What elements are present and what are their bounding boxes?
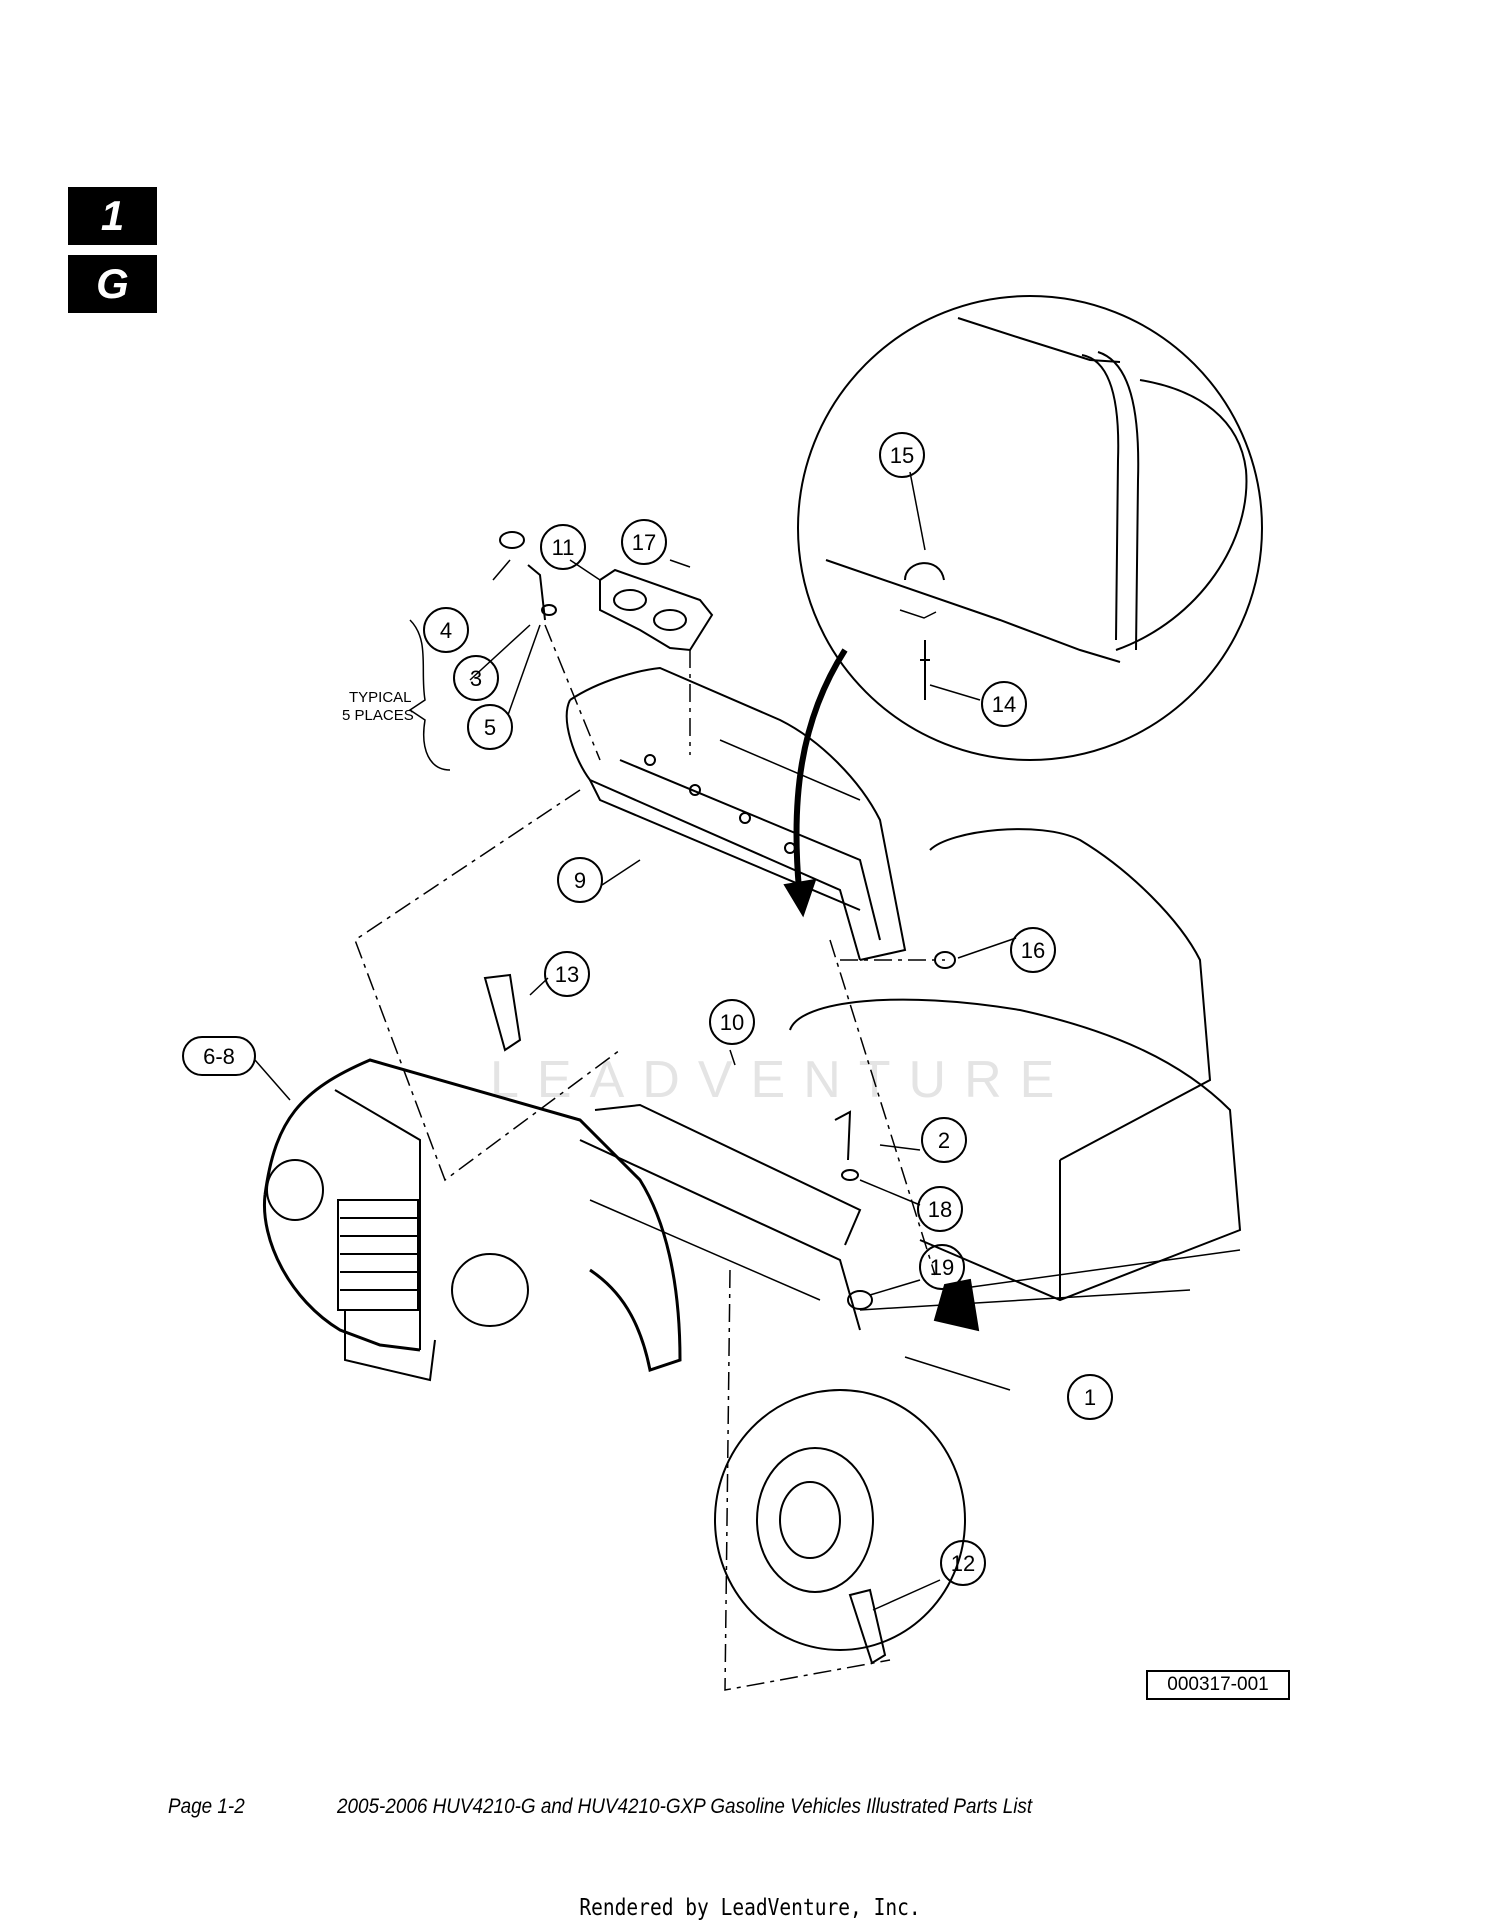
leader-lines: [254, 471, 1017, 1611]
mounting-bracket: [579, 1103, 862, 1331]
cup-holder: [599, 568, 714, 652]
callout-14: 14: [992, 692, 1016, 717]
detail-view: [797, 295, 1263, 761]
front-hood: [262, 1058, 682, 1382]
callout-13: 13: [555, 962, 579, 987]
callout-2: 2: [938, 1128, 950, 1153]
callout-4: 4: [440, 618, 452, 643]
assembly-lines: [354, 624, 945, 1691]
section-tab-letter: G: [68, 255, 157, 313]
callout-17: 17: [632, 530, 656, 555]
callout-6-8: 6-8: [203, 1044, 235, 1069]
dash-panel: [565, 666, 907, 961]
section-tab-number: 1: [68, 187, 157, 245]
rendered-by: Rendered by LeadVenture, Inc.: [579, 1895, 921, 1921]
footer-page: Page 1-2: [168, 1795, 245, 1818]
callout-12: 12: [951, 1551, 975, 1576]
callout-10: 10: [720, 1010, 744, 1035]
footer-title: 2005-2006 HUV4210-G and HUV4210-GXP Gaso…: [337, 1795, 1033, 1818]
callout-5: 5: [484, 715, 496, 740]
callout-16: 16: [1021, 938, 1045, 963]
note-places: 5 PLACES: [342, 707, 414, 724]
callout-3: 3: [470, 666, 482, 691]
callout-19: 19: [930, 1255, 954, 1280]
small-parts: [483, 531, 980, 1665]
callout-1: 1: [1084, 1385, 1096, 1410]
callout-18: 18: [928, 1197, 952, 1222]
watermark: LEADVENTURE: [490, 1051, 1073, 1109]
figure-number: 000317-001: [1146, 1670, 1290, 1700]
front-wheel: [714, 1389, 966, 1651]
callout-11: 11: [552, 535, 575, 560]
seat-body: [789, 828, 1242, 1311]
detail-arrow: [783, 648, 848, 918]
callout-9: 9: [574, 868, 586, 893]
note-typical: TYPICAL: [349, 689, 412, 706]
typical-brace: [408, 619, 451, 771]
callouts: 1 2 3 4 5 6-8 9 10 11 12 13 14 15 16 17 …: [182, 432, 1113, 1586]
callout-15: 15: [890, 443, 914, 468]
